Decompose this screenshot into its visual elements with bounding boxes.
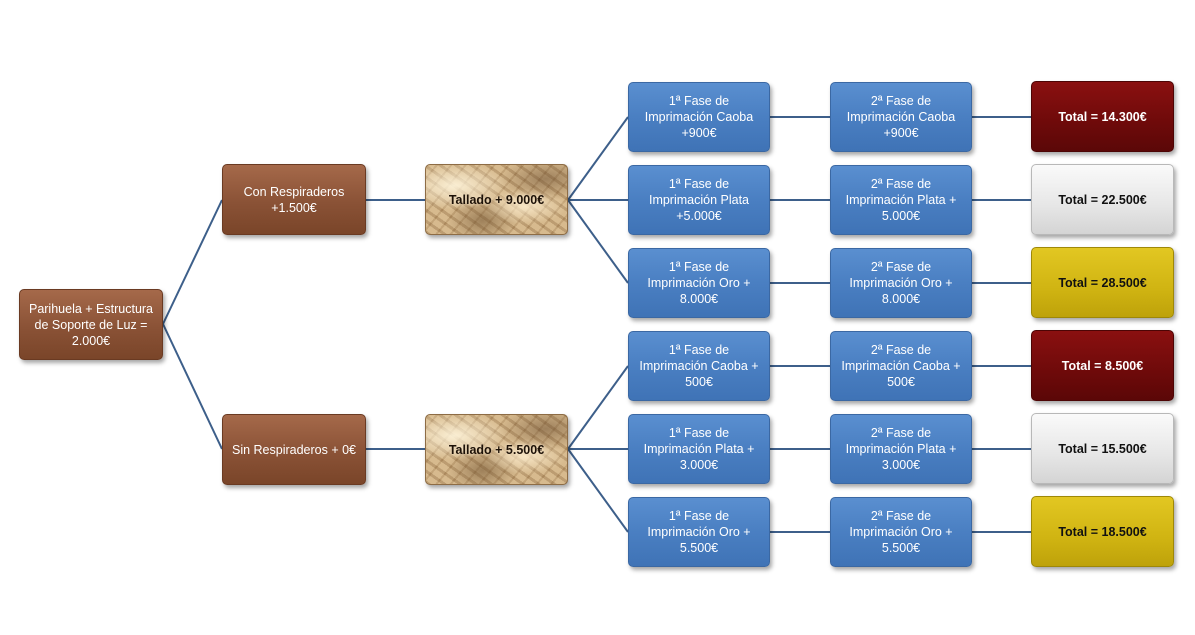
total-plata-con: Total = 22.500€ — [1031, 164, 1174, 235]
total-plata-sin: Total = 15.500€ — [1031, 413, 1174, 484]
connector-line — [567, 199, 629, 284]
fase1-caoba-con: 1ª Fase de Imprimación Caoba +900€ — [628, 82, 770, 152]
tallado-label: Tallado + 9.000€ — [448, 192, 545, 207]
fase2-plata-con: 2ª Fase de Imprimación Plata + 5.000€ — [830, 165, 972, 235]
tallado-node-sin-respiraderos: Tallado + 5.500€ — [425, 414, 568, 485]
total-caoba-con: Total = 14.300€ — [1031, 81, 1174, 152]
fase1-plata-con: 1ª Fase de Imprimación Plata +5.000€ — [628, 165, 770, 235]
fase2-label: 2ª Fase de Imprimación Oro + 8.000€ — [849, 260, 953, 306]
fase2-caoba-con: 2ª Fase de Imprimación Caoba +900€ — [830, 82, 972, 152]
total-label: Total = 18.500€ — [1058, 524, 1147, 539]
fase1-label: 1ª Fase de Imprimación Caoba + 500€ — [639, 343, 759, 389]
option-label: Con Respiraderos +1.500€ — [243, 184, 345, 215]
fase1-label: 1ª Fase de Imprimación Plata + 3.000€ — [643, 426, 755, 472]
total-oro-sin: Total = 18.500€ — [1031, 496, 1174, 567]
total-label: Total = 28.500€ — [1058, 275, 1147, 290]
connector-line — [567, 448, 629, 533]
tallado-label: Tallado + 5.500€ — [448, 442, 545, 457]
fase2-label: 2ª Fase de Imprimación Oro + 5.500€ — [849, 509, 953, 555]
connector-line — [567, 365, 629, 450]
fase2-label: 2ª Fase de Imprimación Caoba + 500€ — [841, 343, 961, 389]
fase2-plata-sin: 2ª Fase de Imprimación Plata + 3.000€ — [830, 414, 972, 484]
fase1-plata-sin: 1ª Fase de Imprimación Plata + 3.000€ — [628, 414, 770, 484]
total-label: Total = 14.300€ — [1058, 109, 1147, 124]
fase1-label: 1ª Fase de Imprimación Plata +5.000€ — [648, 177, 750, 223]
option-sin-respiraderos: Sin Respiraderos + 0€ — [222, 414, 366, 485]
fase1-label: 1ª Fase de Imprimación Oro + 5.500€ — [647, 509, 751, 555]
connector-line — [162, 323, 223, 450]
fase1-oro-con: 1ª Fase de Imprimación Oro + 8.000€ — [628, 248, 770, 318]
fase2-label: 2ª Fase de Imprimación Plata + 5.000€ — [845, 177, 957, 223]
fase2-oro-sin: 2ª Fase de Imprimación Oro + 5.500€ — [830, 497, 972, 567]
total-label: Total = 15.500€ — [1058, 441, 1147, 456]
root-node-label: Parihuela + Estructura de Soporte de Luz… — [28, 301, 154, 348]
total-label: Total = 22.500€ — [1058, 192, 1147, 207]
fase2-label: 2ª Fase de Imprimación Plata + 3.000€ — [845, 426, 957, 472]
connector-line — [162, 199, 223, 325]
tallado-node-con-respiraderos: Tallado + 9.000€ — [425, 164, 568, 235]
fase1-oro-sin: 1ª Fase de Imprimación Oro + 5.500€ — [628, 497, 770, 567]
option-label: Sin Respiraderos + 0€ — [231, 442, 357, 457]
fase1-label: 1ª Fase de Imprimación Oro + 8.000€ — [647, 260, 751, 306]
fase1-label: 1ª Fase de Imprimación Caoba +900€ — [644, 94, 754, 140]
total-oro-con: Total = 28.500€ — [1031, 247, 1174, 318]
fase2-caoba-sin: 2ª Fase de Imprimación Caoba + 500€ — [830, 331, 972, 401]
root-node: Parihuela + Estructura de Soporte de Luz… — [19, 289, 163, 360]
fase2-oro-con: 2ª Fase de Imprimación Oro + 8.000€ — [830, 248, 972, 318]
total-label: Total = 8.500€ — [1061, 358, 1144, 373]
fase2-label: 2ª Fase de Imprimación Caoba +900€ — [846, 94, 956, 140]
total-caoba-sin: Total = 8.500€ — [1031, 330, 1174, 401]
fase1-caoba-sin: 1ª Fase de Imprimación Caoba + 500€ — [628, 331, 770, 401]
connector-line — [567, 116, 629, 201]
option-con-respiraderos: Con Respiraderos +1.500€ — [222, 164, 366, 235]
